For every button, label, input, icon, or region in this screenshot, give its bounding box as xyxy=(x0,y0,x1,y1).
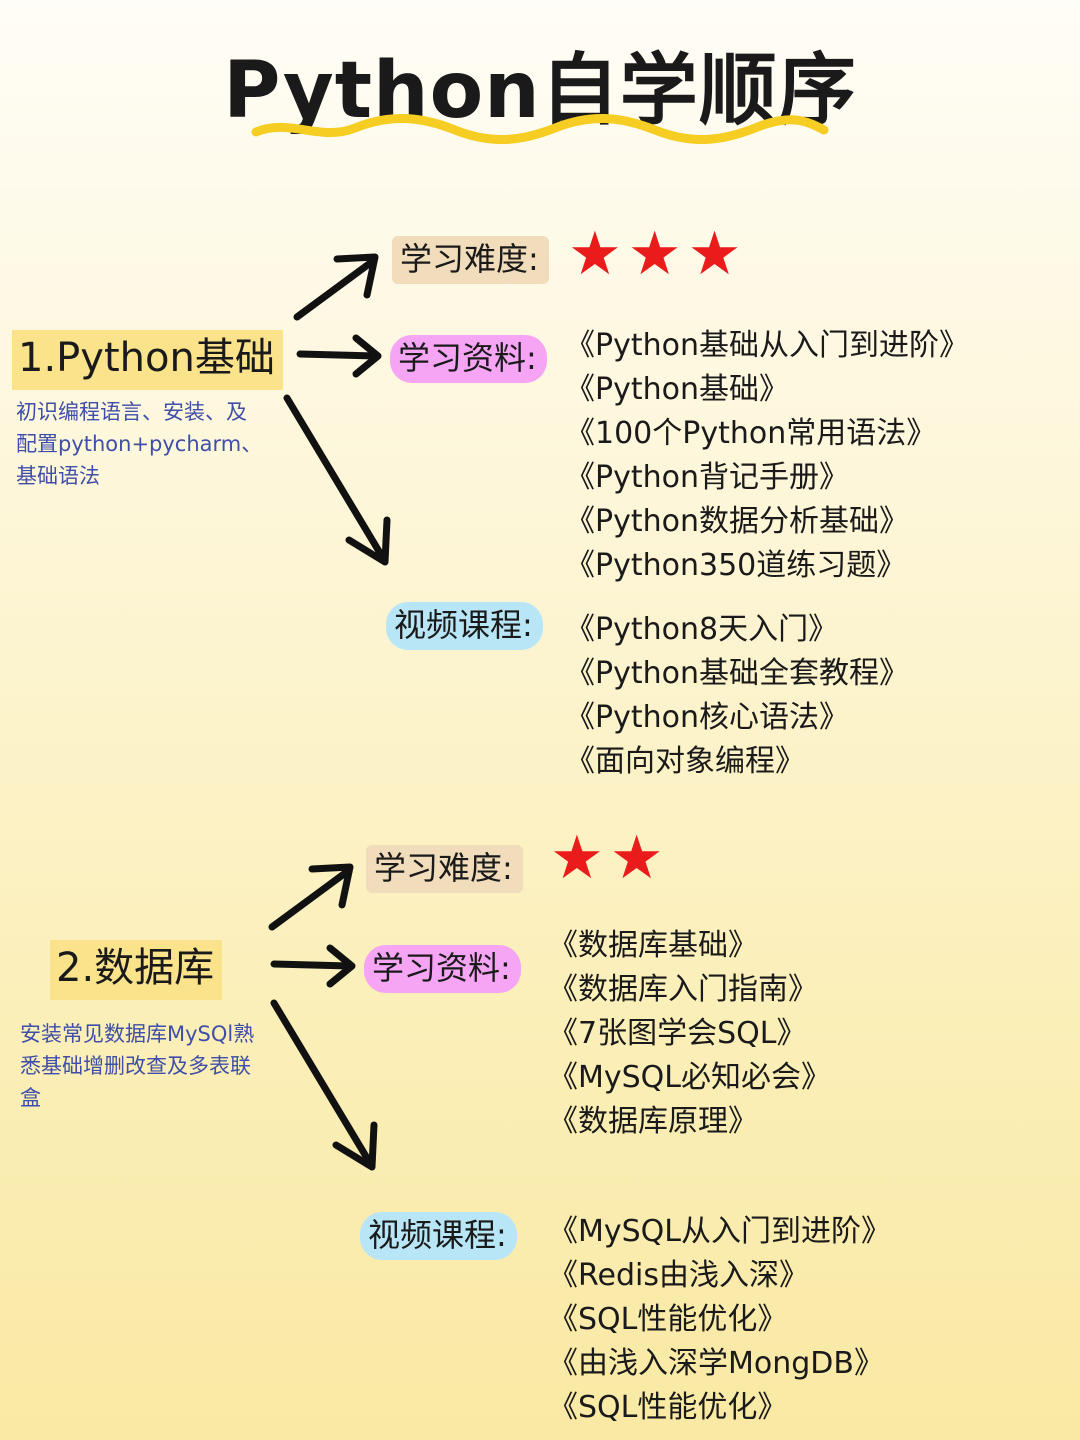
arrow-up-right-icon xyxy=(293,253,379,321)
list-item: 《SQL性能优化》 xyxy=(548,1302,788,1337)
list-item: 《由浅入深学MongDB》 xyxy=(548,1346,884,1381)
page-title: Python自学顺序 xyxy=(223,46,857,136)
arrow-right-icon xyxy=(270,944,356,988)
list-item: 《Redis由浅入深》 xyxy=(548,1258,809,1293)
list-item: 《100个Python常用语法》 xyxy=(565,416,937,451)
section-2-videos-list: 《MySQL从入门到进阶》 《Redis由浅入深》 《SQL性能优化》 《由浅入… xyxy=(548,1210,891,1430)
section-1-difficulty-label: 学习难度: xyxy=(392,236,549,284)
list-item: 《Python基础从入门到进阶》 xyxy=(565,328,969,363)
list-item: 《Python核心语法》 xyxy=(565,700,849,735)
section-2-difficulty-stars: ★★ xyxy=(550,823,670,893)
section-1-title: 1.Python基础 xyxy=(12,330,283,390)
section-1-materials-label: 学习资料: xyxy=(390,335,547,383)
list-item: 《MySQL从入门到进阶》 xyxy=(548,1214,892,1249)
section-2-videos-label: 视频课程: xyxy=(360,1212,517,1260)
list-item: 《Python背记手册》 xyxy=(565,460,849,495)
list-item: 《数据库原理》 xyxy=(548,1104,758,1139)
section-1-materials-list: 《Python基础从入门到进阶》 《Python基础》 《100个Python常… xyxy=(565,324,969,588)
arrow-right-icon xyxy=(296,334,382,378)
list-item: 《SQL性能优化》 xyxy=(548,1390,788,1425)
section-2-materials-list: 《数据库基础》 《数据库入门指南》 《7张图学会SQL》 《MySQL必知必会》… xyxy=(548,924,831,1144)
list-item: 《MySQL必知必会》 xyxy=(548,1060,832,1095)
list-item: 《Python基础全套教程》 xyxy=(565,656,909,691)
list-item: 《Python350道练习题》 xyxy=(565,548,907,583)
list-item: 《面向对象编程》 xyxy=(565,744,805,779)
list-item: 《Python基础》 xyxy=(565,372,789,407)
section-2-description: 安装常见数据库MySQl熟 悉基础增删改查及多表联 盒 xyxy=(20,1022,255,1110)
section-1-difficulty-stars: ★★★ xyxy=(568,219,748,289)
arrow-up-right-icon xyxy=(268,863,354,931)
section-2-difficulty-label: 学习难度: xyxy=(366,845,523,893)
title-squiggle-underline xyxy=(251,113,829,145)
list-item: 《数据库入门指南》 xyxy=(548,972,818,1007)
list-item: 《Python8天入门》 xyxy=(565,612,839,647)
section-1-description: 初识编程语言、安装、及 配置python+pycharm、 基础语法 xyxy=(16,400,263,488)
list-item: 《数据库基础》 xyxy=(548,928,758,963)
section-1-videos-list: 《Python8天入门》 《Python基础全套教程》 《Python核心语法》… xyxy=(565,608,909,784)
section-1-videos-label: 视频课程: xyxy=(386,602,543,650)
arrow-down-right-icon xyxy=(283,394,391,566)
arrow-down-right-icon xyxy=(270,999,378,1171)
section-2-title: 2.数据库 xyxy=(50,940,223,1000)
section-2-materials-label: 学习资料: xyxy=(364,945,521,993)
list-item: 《7张图学会SQL》 xyxy=(548,1016,807,1051)
list-item: 《Python数据分析基础》 xyxy=(565,504,909,539)
